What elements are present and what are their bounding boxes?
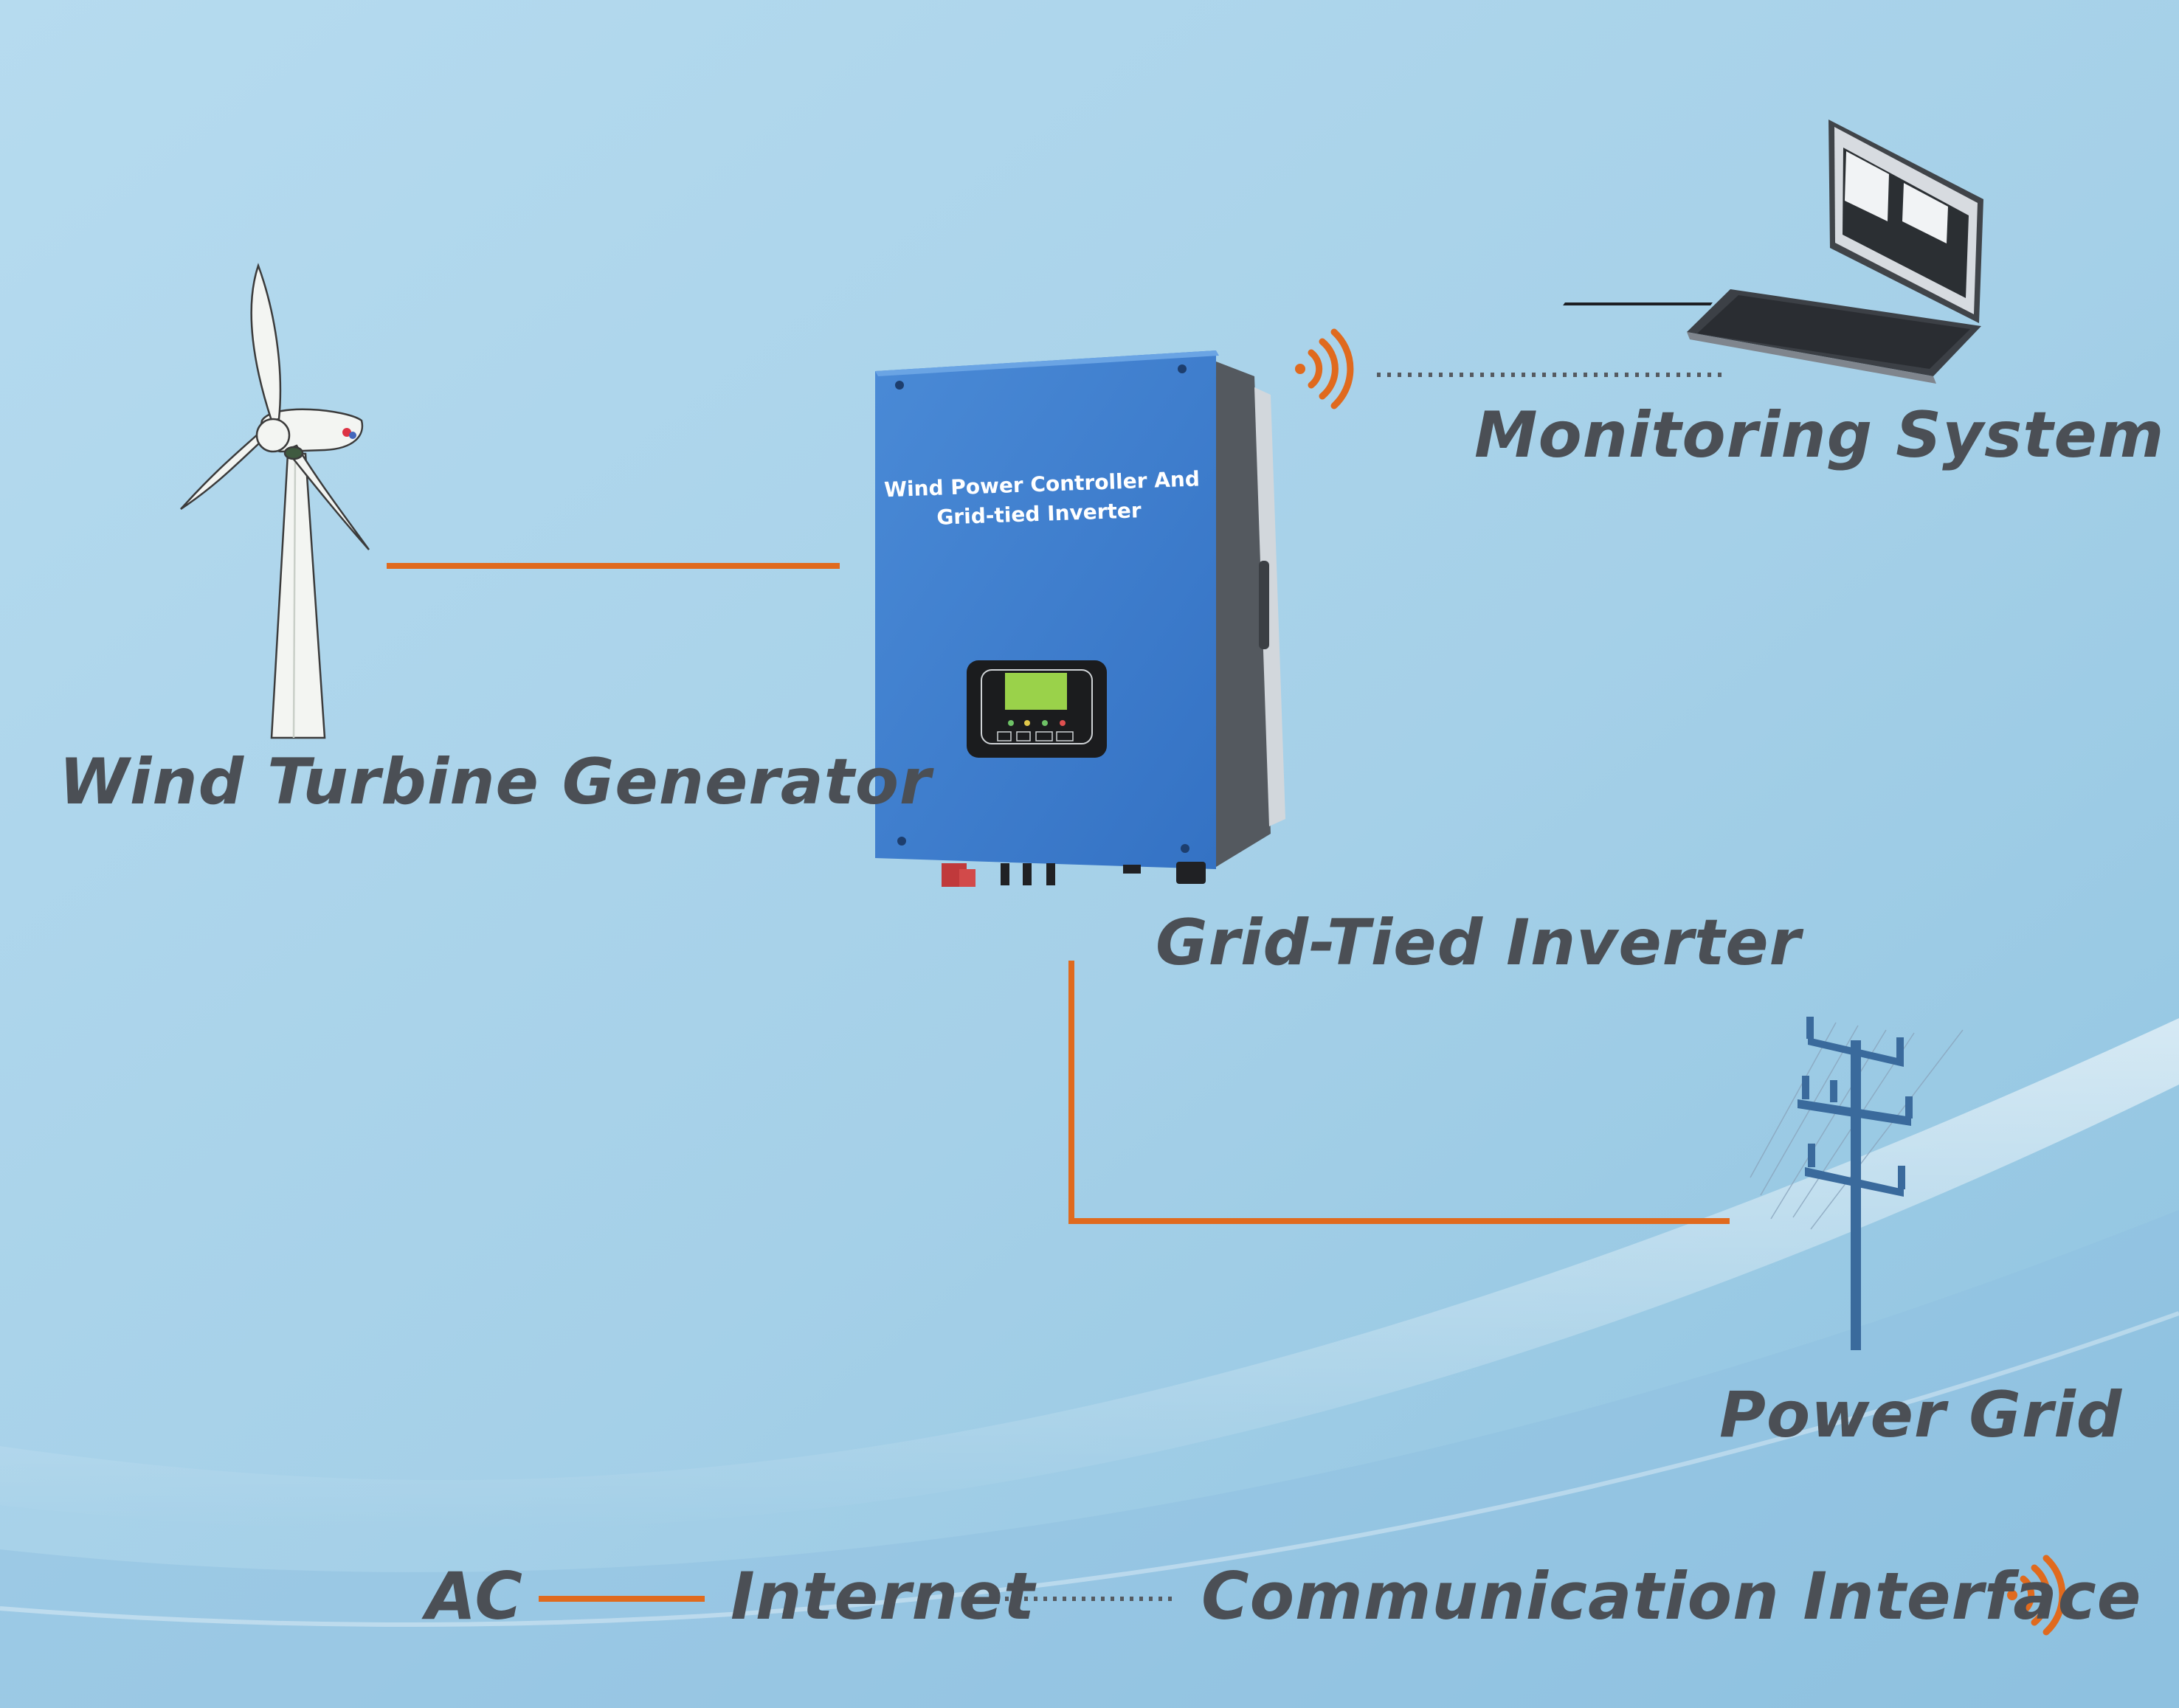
ac-line-inverter-grid (1068, 961, 1730, 1224)
wind-turbine-icon (180, 263, 370, 739)
laptop-icon (1563, 120, 1983, 384)
legend-wifi-icon (2007, 1555, 2066, 1636)
power-pole-icon (1750, 1017, 1964, 1350)
background-wave (0, 1018, 2179, 1531)
power-grid-label: Power Grid (1719, 1378, 2123, 1452)
wind-turbine-label: Wind Turbine Generator (59, 745, 932, 819)
wifi-signal-icon (1295, 328, 1354, 409)
legend-communication-label: Communication Interface (1201, 1558, 2142, 1634)
monitoring-system-label: Monitoring System (1474, 398, 2165, 472)
grid-tied-inverter-label: Grid-Tied Inverter (1156, 906, 1801, 980)
inverter-unit (875, 350, 1285, 887)
inverter-connectors (942, 862, 1206, 887)
lcd-screen (1005, 673, 1067, 710)
background-lower-band (0, 1210, 2179, 1708)
lcd-panel (967, 660, 1107, 758)
legend-ac-label: AC (426, 1558, 523, 1634)
legend-internet-label: Internet (731, 1558, 1035, 1634)
